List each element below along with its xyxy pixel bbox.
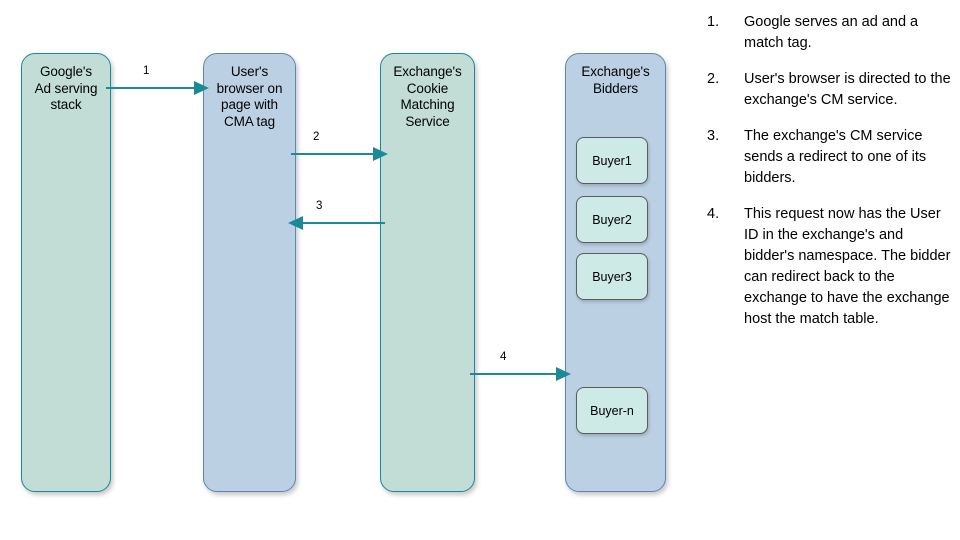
step-item-3: 3. The exchange's CM service sends a red… [707, 126, 952, 189]
step-item-4: 4. This request now has the User ID in t… [707, 204, 952, 330]
step-item-2: 2. User's browser is directed to the exc… [707, 69, 952, 111]
step-text-1: Google serves an ad and a match tag. [744, 14, 919, 51]
arrow-3-label: 3 [316, 200, 323, 212]
node-google-ad-serving-stack[interactable]: Google's Ad serving stack [21, 53, 111, 492]
arrow-4-label: 4 [500, 351, 507, 363]
step-number-3: 3. [707, 128, 720, 144]
arrow-4-cms-to-bidders [470, 367, 571, 381]
node-browser-label: User's browser on page with CMA tag [216, 64, 283, 129]
step-item-1: 1. Google serves an ad and a match tag. [707, 12, 952, 54]
node-exchange-bidders[interactable]: Exchange's Bidders Buyer1 Buyer2 Buyer3 … [565, 53, 666, 492]
node-bidders-label: Exchange's Bidders [581, 64, 650, 96]
step-number-4: 4. [707, 206, 720, 222]
node-google-label: Google's Ad serving stack [34, 64, 98, 112]
arrow-1-label: 1 [143, 65, 150, 77]
step-text-4: This request now has the User ID in the … [744, 206, 951, 327]
node-exchange-cookie-matching-service[interactable]: Exchange's Cookie Matching Service [380, 53, 475, 492]
buyer-box-3[interactable]: Buyer3 [576, 253, 648, 300]
steps-list: 1. Google serves an ad and a match tag. … [707, 12, 952, 345]
arrow-3-cms-to-browser [288, 216, 385, 230]
step-text-3: The exchange's CM service sends a redire… [744, 128, 927, 186]
buyer-box-n[interactable]: Buyer-n [576, 387, 648, 434]
node-cms-label: Exchange's Cookie Matching Service [393, 64, 462, 129]
node-user-browser[interactable]: User's browser on page with CMA tag [203, 53, 296, 492]
buyer-box-2[interactable]: Buyer2 [576, 196, 648, 243]
step-text-2: User's browser is directed to the exchan… [744, 71, 951, 108]
arrow-1-google-to-browser [106, 81, 209, 95]
step-number-1: 1. [707, 14, 720, 30]
step-number-2: 2. [707, 71, 720, 87]
arrow-2-label: 2 [313, 131, 320, 143]
buyer-box-1[interactable]: Buyer1 [576, 137, 648, 184]
arrow-2-browser-to-cms [291, 147, 388, 161]
